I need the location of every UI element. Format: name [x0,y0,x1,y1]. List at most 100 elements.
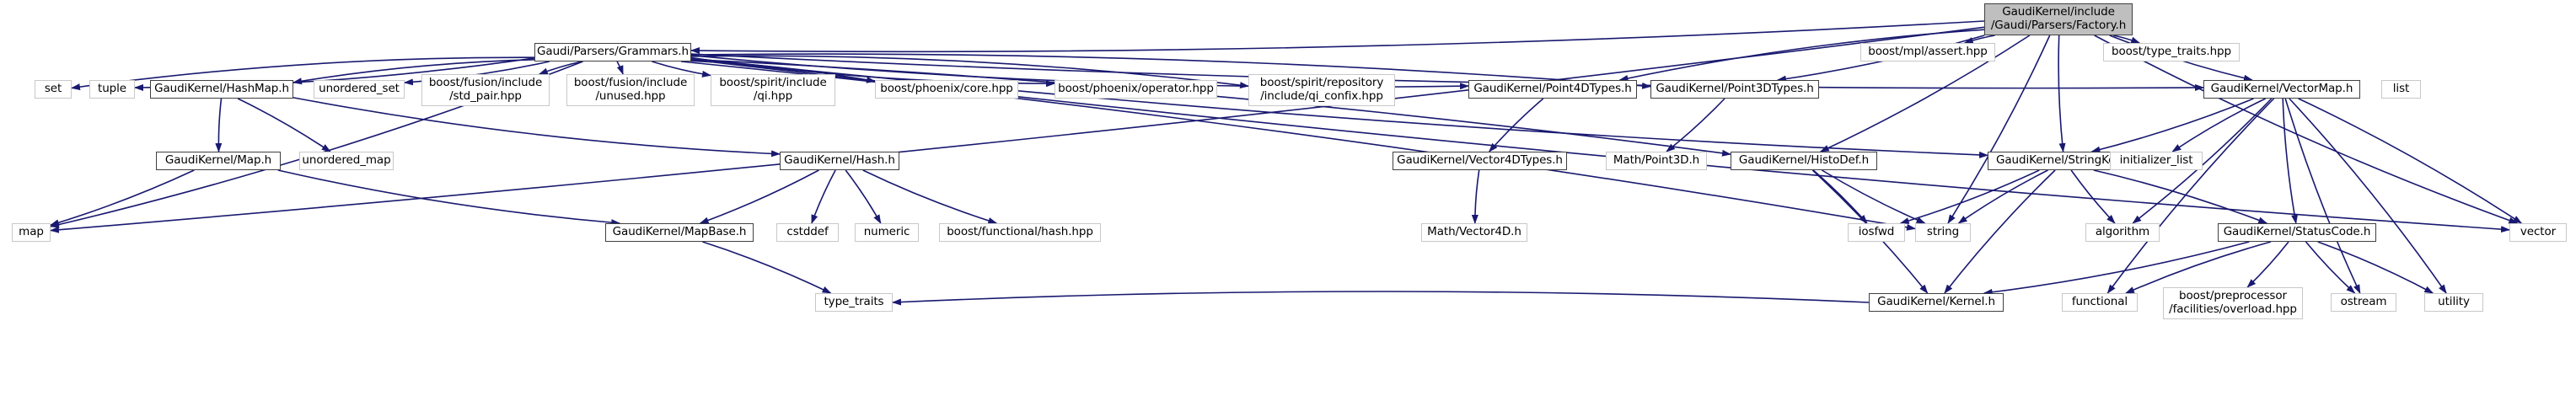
graph-node-qiconfix[interactable]: boost/spirit/repository/include/qi_confi… [1248,74,1395,106]
graph-edge-stringkey-to-statuscode [2093,169,2268,224]
graph-node-point3d[interactable]: GaudiKernel/Point3DTypes.h [1650,80,1819,99]
graph-node-type_traits[interactable]: type_traits [815,293,893,312]
graph-node-label: Gaudi/Parsers/Grammars.h [537,45,689,59]
graph-node-label: boost/phoenix/operator.hpp [1058,82,1214,96]
graph-node-set[interactable]: set [35,80,72,99]
graph-node-map[interactable]: map [12,223,51,242]
graph-node-statuscode[interactable]: GaudiKernel/StatusCode.h [2218,223,2376,242]
graph-node-label: algorithm [2095,225,2150,239]
graph-node-label: GaudiKernel/Kernel.h [1877,295,1995,309]
graph-node-mapbase[interactable]: GaudiKernel/MapBase.h [605,223,754,242]
graph-node-unused[interactable]: boost/fusion/include/unused.hpp [566,74,695,106]
graph-node-label: GaudiKernel/StatusCode.h [2223,225,2371,239]
graph-edge-vectormap-to-stringkey [2090,98,2254,153]
graph-node-label: boost/functional/hash.hpp [947,225,1093,239]
graph-edge-factory-to-typetraitshpp [2113,35,2141,44]
graph-node-functional[interactable]: functional [2062,293,2138,312]
graph-node-label: boost/mpl/assert.hpp [1868,45,1988,59]
graph-edge-grammars-to-unused [616,61,624,75]
graph-edge-vectormap-to-vector [2298,98,2523,224]
graph-node-hashdoth[interactable]: GaudiKernel/Hash.h [780,152,899,170]
graph-node-label: GaudiKernel/HistoDef.h [1738,153,1870,168]
graph-node-label: GaudiKernel/Point3DTypes.h [1656,82,1814,96]
graph-edge-kernelh-to-type_traits [892,291,1870,306]
graph-edge-vectormap-to-functional [2106,98,2275,294]
graph-node-vector[interactable]: vector [2509,223,2567,242]
graph-node-iosfwd[interactable]: iosfwd [1848,223,1905,242]
graph-node-kernelh[interactable]: GaudiKernel/Kernel.h [1869,293,2004,312]
graph-node-numeric[interactable]: numeric [855,223,919,242]
graph-edge-grammars-to-histodef [690,58,1731,157]
graph-node-label: string [1926,225,1960,239]
graph-node-label: functional [2071,295,2128,309]
graph-edge-statuscode-to-kernelh [1983,241,2250,296]
graph-node-list[interactable]: list [2381,80,2421,99]
graph-edge-statuscode-to-utility [2317,241,2434,294]
graph-node-label: set [44,82,62,96]
graph-edge-hashmap-to-unordered_map [237,98,331,152]
graph-node-label: unordered_set [319,82,400,96]
graph-node-mathpoint3d[interactable]: Math/Point3D.h [1606,152,1707,170]
graph-node-grammars[interactable]: Gaudi/Parsers/Grammars.h [534,43,691,61]
graph-node-ostream[interactable]: ostream [2331,293,2396,312]
graph-node-unordered_set[interactable]: unordered_set [314,80,405,99]
graph-node-vector4d[interactable]: GaudiKernel/Vector4DTypes.h [1393,152,1567,170]
graph-node-string[interactable]: string [1915,223,1971,242]
graph-node-initializerlist[interactable]: initializer_list [2110,152,2203,170]
graph-edge-factory-to-stringkey [2058,35,2066,152]
graph-node-functionalhash[interactable]: boost/functional/hash.hpp [939,223,1101,242]
graph-node-mplassert[interactable]: boost/mpl/assert.hpp [1860,43,1995,61]
graph-node-mapdoth[interactable]: GaudiKernel/Map.h [156,152,281,170]
graph-edge-hashdoth-to-cstddef [811,169,836,224]
graph-node-label: Math/Point3D.h [1613,153,1700,168]
graph-edge-vectormap-to-initializerlist [2171,98,2267,152]
graph-node-label: /facilities/overload.hpp [2169,302,2297,316]
graph-node-phoenixcore[interactable]: boost/phoenix/core.hpp [875,80,1018,99]
graph-node-label: /Gaudi/Parsers/Factory.h [1990,19,2127,32]
graph-node-label: boost/spirit/include [719,76,827,90]
graph-node-phoenixop[interactable]: boost/phoenix/operator.hpp [1055,80,1217,99]
graph-edge-vectormap-to-statuscode [2282,98,2298,224]
graph-node-stdpair[interactable]: boost/fusion/include/std_pair.hpp [421,74,550,106]
graph-edge-grammars-to-stringkey [690,57,1988,158]
graph-node-label: vector [2520,225,2557,239]
graph-node-label: /qi.hpp [753,89,793,103]
graph-node-point4d[interactable]: GaudiKernel/Point4DTypes.h [1468,80,1637,99]
graph-node-overload[interactable]: boost/preprocessor/facilities/overload.h… [2163,287,2303,319]
graph-edge-vectormap-to-utility [2289,98,2447,294]
graph-node-label: boost/fusion/include [573,76,688,90]
graph-node-qihpp[interactable]: boost/spirit/include/qi.hpp [711,74,835,106]
graph-node-unordered_map[interactable]: unordered_map [299,152,394,170]
graph-node-tuple[interactable]: tuple [89,80,135,99]
graph-node-cstddef[interactable]: cstddef [776,223,839,242]
graph-node-label: tuple [98,82,126,96]
graph-node-hashmap[interactable]: GaudiKernel/HashMap.h [150,80,293,99]
graph-edge-factory-to-map [50,26,1985,233]
graph-node-label: Math/Vector4D.h [1427,225,1521,239]
graph-node-factory[interactable]: GaudiKernel/include/Gaudi/Parsers/Factor… [1984,3,2133,35]
graph-node-label: GaudiKernel/Hash.h [784,153,895,168]
graph-node-algorithm[interactable]: algorithm [2085,223,2160,242]
graph-edge-factory-to-grammars [690,20,1985,55]
graph-edge-mapdoth-to-map [50,169,195,227]
graph-node-label: numeric [863,225,910,239]
graph-node-label: cstddef [786,225,829,239]
graph-node-label: map [19,225,44,239]
graph-node-label: list [2392,82,2410,96]
graph-edge-statuscode-to-functional [2125,241,2272,294]
graph-node-label: boost/type_traits.hpp [2112,45,2231,59]
graph-node-label: boost/spirit/repository [1259,76,1384,90]
graph-edge-vectormap-to-ostream [2284,98,2361,294]
graph-node-mathvector4d[interactable]: Math/Vector4D.h [1421,223,1527,242]
graph-node-vectormap[interactable]: GaudiKernel/VectorMap.h [2203,80,2360,99]
graph-node-utility[interactable]: utility [2424,293,2483,312]
graph-edge-stringkey-to-algorithm [2070,169,2116,224]
graph-node-histodef[interactable]: GaudiKernel/HistoDef.h [1731,152,1877,170]
graph-node-label: utility [2438,295,2470,309]
graph-edge-hashdoth-to-functionalhash [862,169,998,224]
graph-node-label: GaudiKernel/HashMap.h [154,82,289,96]
graph-edge-factory-to-string [1947,35,2051,224]
graph-node-typetraitshpp[interactable]: boost/type_traits.hpp [2103,43,2240,61]
graph-node-label: /include/qi_confix.hpp [1260,89,1383,103]
